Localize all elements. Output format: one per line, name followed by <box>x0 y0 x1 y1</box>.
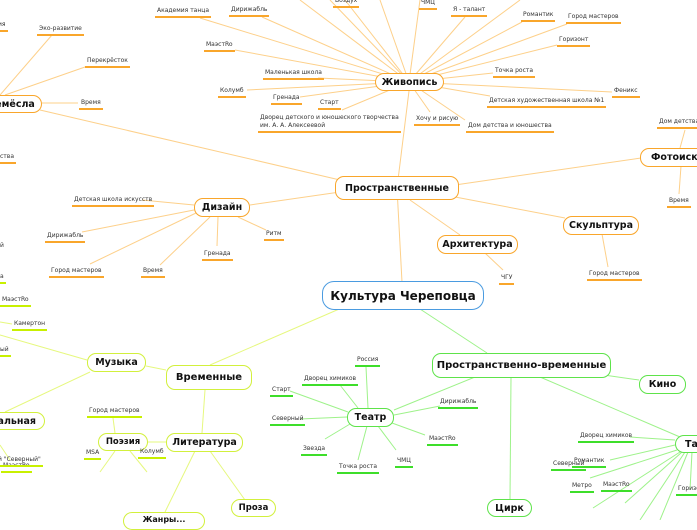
node-crafts[interactable]: емёсла <box>0 95 42 113</box>
leaf[interactable]: Перекрёсток <box>85 57 130 68</box>
root-node[interactable]: Культура Череповца <box>322 281 484 310</box>
leaf-line: Дворец детского и юношеского творчества <box>260 114 399 121</box>
leaf[interactable]: ЧМЦ <box>395 457 413 468</box>
leaf[interactable]: MSA <box>84 449 102 460</box>
leaf[interactable]: Детская школа искусств <box>72 196 155 207</box>
node-genres[interactable]: Жанры... <box>123 512 205 530</box>
leaf[interactable]: ЧГУ <box>499 274 515 285</box>
node-poetry[interactable]: Поэзия <box>98 433 148 451</box>
node-design[interactable]: Дизайн <box>194 198 250 217</box>
node-sculpture[interactable]: Скульптура <box>563 216 639 235</box>
leaf[interactable]: Город мастеров <box>566 13 621 24</box>
leaf[interactable]: МаэстRo <box>204 41 235 52</box>
node-music-sub[interactable]: альная <box>0 412 45 430</box>
leaf[interactable]: Дворец химиков <box>578 432 635 443</box>
leaf[interactable]: Дом детства <box>657 118 697 129</box>
leaf[interactable]: МаэстRo <box>427 435 458 446</box>
leaf[interactable]: Я - талант <box>451 6 488 17</box>
leaf[interactable]: Горизонт <box>557 36 591 47</box>
leaf[interactable]: Колумб <box>218 87 246 98</box>
leaf[interactable]: Северный <box>270 415 306 426</box>
leaf[interactable]: Город мастеров <box>49 267 104 278</box>
leaf[interactable]: Город мастеров <box>87 407 142 418</box>
leaf-line: им. А. А. Алексеевой <box>260 122 326 129</box>
leaf[interactable]: Время <box>79 99 103 110</box>
leaf[interactable]: Гренада <box>202 250 233 261</box>
leaf[interactable]: ЧМЦ <box>419 0 437 10</box>
leaf[interactable]: Дворец химиков <box>302 375 359 386</box>
node-temporal[interactable]: Временные <box>166 365 252 390</box>
leaf[interactable]: Детская художественная школа №1 <box>487 97 607 108</box>
leaf[interactable]: Точка роста <box>493 67 536 78</box>
leaf[interactable]: Академия танца <box>155 7 212 18</box>
leaf[interactable]: Романтик <box>521 11 556 22</box>
leaf[interactable]: Горизо <box>676 485 697 496</box>
leaf[interactable]: Звезда <box>301 445 328 456</box>
leaf[interactable]: Метро <box>570 482 594 493</box>
leaf[interactable]: ый <box>0 346 11 357</box>
leaf[interactable]: Гренада <box>271 94 302 105</box>
leaf[interactable]: Маленькая школа <box>263 69 324 80</box>
leaf[interactable]: Россия <box>355 356 381 367</box>
leaf[interactable]: Воздух <box>333 0 360 8</box>
node-spatial[interactable]: Пространственные <box>335 176 459 200</box>
leaf[interactable]: а <box>0 273 6 284</box>
leaf[interactable]: ия <box>0 21 8 32</box>
node-literature[interactable]: Литература <box>166 433 243 452</box>
leaf[interactable]: Дирижабль <box>229 6 270 17</box>
leaf[interactable]: Ритм <box>264 230 284 241</box>
leaf[interactable]: Северный <box>551 460 587 471</box>
leaf[interactable]: ства <box>0 153 17 164</box>
leaf[interactable]: Колумб <box>138 448 166 459</box>
leaf[interactable]: Время <box>141 267 165 278</box>
leaf[interactable]: Дом детства и юношества <box>466 122 554 133</box>
leaf[interactable]: Точка роста <box>337 463 380 474</box>
node-dance[interactable]: Танцы <box>675 435 697 453</box>
leaf[interactable]: Старт <box>270 386 293 397</box>
leaf[interactable]: Время <box>667 197 691 208</box>
leaf[interactable]: Хочу и рисую <box>414 115 461 126</box>
leaf[interactable]: Романтик <box>572 457 607 468</box>
node-photo[interactable]: Фотоиску <box>640 148 697 167</box>
leaf[interactable]: Дирижабль <box>45 232 86 243</box>
leaf[interactable]: Старт <box>318 99 341 110</box>
leaf[interactable]: МаэстRo <box>0 296 31 307</box>
node-spatiotemporal[interactable]: Пространственно-временные <box>432 353 611 378</box>
leaf[interactable]: Феникс <box>612 87 640 98</box>
node-prose[interactable]: Проза <box>231 499 276 517</box>
node-music[interactable]: Музыка <box>87 353 146 372</box>
node-circus[interactable]: Цирк <box>487 499 532 517</box>
node-cinema[interactable]: Кино <box>639 375 686 394</box>
leaf[interactable]: МаэстRo <box>601 481 632 492</box>
node-theatre[interactable]: Театр <box>347 408 394 427</box>
leaf[interactable]: Эко-развитие <box>37 25 84 36</box>
leaf[interactable]: Камертон <box>12 320 48 331</box>
leaf[interactable]: й <box>0 242 4 249</box>
node-architecture[interactable]: Архитектура <box>437 235 518 254</box>
leaf[interactable]: Город мастеров <box>587 270 642 281</box>
node-painting[interactable]: Живопись <box>375 73 444 91</box>
leaf[interactable]: й "Северный" <box>0 456 43 467</box>
leaf[interactable]: Дирижабль <box>438 398 479 409</box>
